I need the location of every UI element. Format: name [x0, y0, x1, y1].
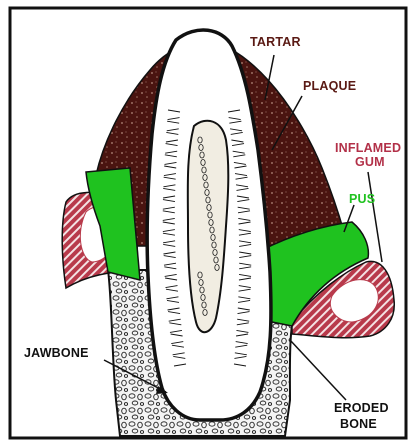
- label-eroded: ERODED: [334, 401, 389, 415]
- label-gum: GUM: [355, 155, 385, 169]
- label-tartar: TARTAR: [250, 35, 301, 49]
- label-pus: PUS: [349, 192, 375, 206]
- label-inflamed: INFLAMED: [335, 141, 401, 155]
- label-jawbone: JAWBONE: [24, 346, 89, 360]
- label-plaque: PLAQUE: [303, 79, 356, 93]
- label-bone: BONE: [340, 417, 377, 431]
